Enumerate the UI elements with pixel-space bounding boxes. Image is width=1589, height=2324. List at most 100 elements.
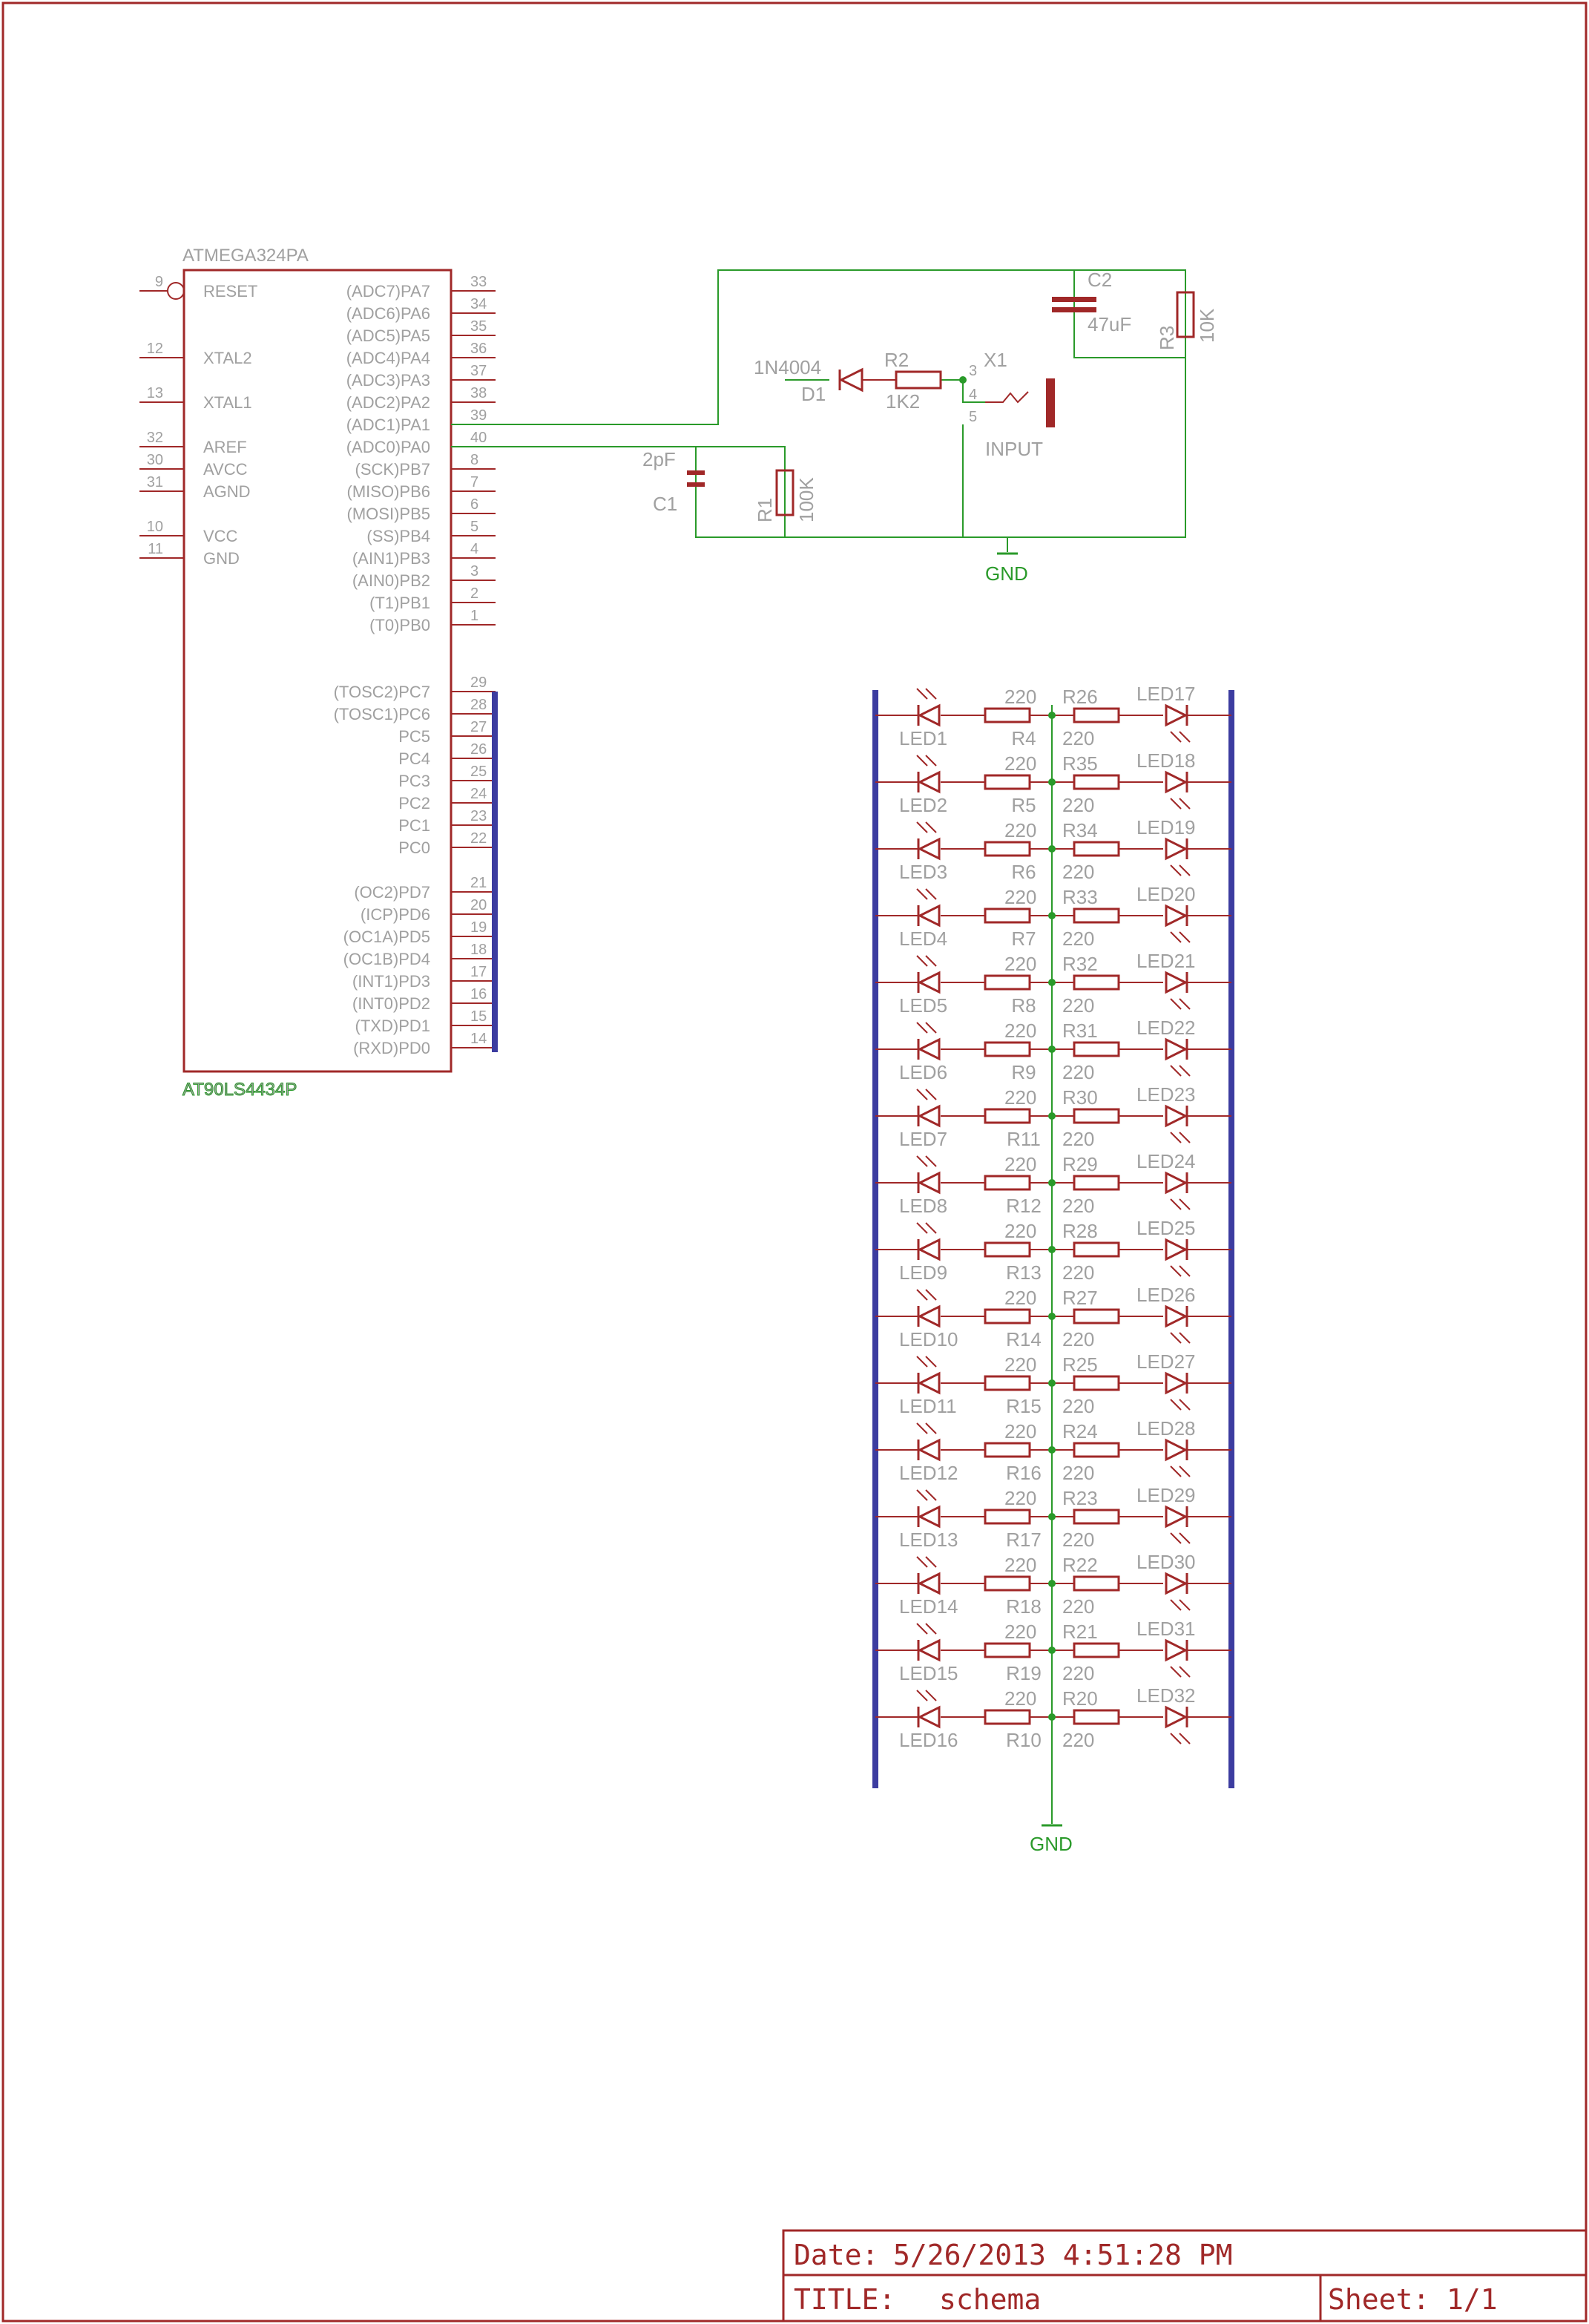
ic-pin-label: (ADC6)PA6 [346, 304, 430, 323]
resistor-right [1073, 974, 1120, 991]
led-right [1165, 1238, 1191, 1277]
led-left [916, 1222, 941, 1261]
resistor-left-value: 220 [1004, 752, 1036, 775]
resistor-right-value: 220 [1062, 928, 1094, 950]
led-right [1165, 1505, 1191, 1544]
ic-pin-number: 30 [147, 452, 163, 468]
resistor-left [984, 1575, 1031, 1592]
ic-pin-number: 10 [147, 519, 163, 535]
resistor-left-name: R10 [1006, 1729, 1042, 1751]
ic-pin-number: 21 [470, 875, 487, 891]
led-right-name: LED27 [1136, 1350, 1196, 1373]
x1-label: INPUT [985, 438, 1043, 460]
ic-right-pin: 21(OC2)PD7 [354, 875, 496, 902]
c2-name: C2 [1088, 269, 1112, 291]
gnd-label-input: GND [985, 562, 1028, 585]
led-right [1165, 703, 1191, 743]
led-right [1165, 1438, 1191, 1477]
ic-pin-number: 36 [470, 341, 487, 357]
ic-pin-number: 33 [470, 274, 487, 290]
ic-pin-label: (AIN1)PB3 [352, 549, 430, 568]
led-left-name: LED2 [899, 794, 947, 816]
led-left-name: LED16 [899, 1729, 958, 1751]
ic-pin-label: PC0 [398, 838, 430, 857]
ic-pin-label: (ADC4)PA4 [346, 349, 430, 367]
led-right [1165, 1638, 1191, 1678]
resistor-left [984, 1709, 1031, 1725]
resistor-right [1073, 1509, 1120, 1525]
led-left-name: LED4 [899, 928, 947, 950]
ic-value: AT90LS4434P [182, 1080, 297, 1100]
led-left [916, 1623, 941, 1662]
resistor-left-name: R14 [1006, 1328, 1042, 1350]
r1-name: R1 [754, 498, 776, 522]
led-right [1165, 837, 1191, 876]
r2-name: R2 [884, 349, 909, 371]
c1-name: C1 [653, 493, 677, 515]
ic-pin-label: RESET [203, 282, 257, 301]
resistor-right-name: R31 [1062, 1020, 1098, 1042]
led-left [916, 688, 941, 727]
x1-jack [985, 378, 1055, 427]
resistor-right-value: 220 [1062, 861, 1094, 883]
ic-pin-number: 39 [470, 407, 487, 424]
resistor-left-value: 220 [1004, 686, 1036, 708]
r3-value: 10K [1196, 308, 1218, 343]
ic-pin-number: 13 [147, 385, 163, 401]
ic-pin-number: 31 [147, 474, 163, 490]
resistor-right-name: R34 [1062, 819, 1098, 841]
resistor-left [984, 1642, 1031, 1658]
gnd-junction [1048, 1580, 1056, 1587]
c2-symbol [1052, 297, 1096, 312]
r2-symbol [874, 370, 942, 390]
led-right-name: LED21 [1136, 950, 1196, 972]
ic-pin-label: PC4 [398, 749, 430, 768]
led-left [916, 1022, 941, 1061]
resistor-left-value: 220 [1004, 1220, 1036, 1242]
ic-pin-number: 12 [147, 341, 163, 357]
ic-pin-label: PC3 [398, 772, 430, 790]
led-right-name: LED22 [1136, 1017, 1196, 1039]
ic-pin-label: PC5 [398, 727, 430, 746]
resistor-left-value: 220 [1004, 1353, 1036, 1376]
resistor-left-name: R18 [1006, 1595, 1042, 1618]
led-array: GND LED1220R4R26220LED17LED2220R5R35220L… [872, 683, 1234, 1855]
ic-right-pin: 29(TOSC2)PC7 [334, 674, 496, 701]
led-right [1165, 971, 1191, 1010]
resistor-left-name: R19 [1006, 1662, 1042, 1684]
gnd-junction [1048, 1046, 1056, 1053]
resistor-left-name: R12 [1006, 1195, 1042, 1217]
resistor-left-value: 220 [1004, 1621, 1036, 1643]
ic-pin-number: 1 [470, 608, 478, 624]
led-right [1165, 1104, 1191, 1143]
led-left-name: LED14 [899, 1595, 958, 1618]
sheet-value: 1/1 [1447, 2283, 1498, 2316]
ic-pin-label: (ADC2)PA2 [346, 393, 430, 412]
ic-right-pin: 5(SS)PB4 [366, 519, 496, 545]
ic-pin-number: 4 [470, 541, 478, 557]
ic-right-pin: 28(TOSC1)PC6 [334, 697, 496, 723]
c1-symbol [687, 470, 705, 487]
resistor-left [984, 841, 1031, 857]
resistor-left [984, 974, 1031, 991]
ic-pin-label: (TOSC1)PC6 [334, 705, 430, 723]
ic-pin-number: 19 [470, 919, 487, 936]
ic-right-pin: 3(AIN0)PB2 [352, 563, 496, 590]
ic-right-pin: 38(ADC2)PA2 [346, 385, 496, 412]
ic-pin-number: 34 [470, 296, 487, 312]
ic-pin-number: 3 [470, 563, 478, 580]
resistor-right [1073, 1642, 1120, 1658]
ic-pin-label: (SS)PB4 [366, 527, 430, 545]
ic-pin-number: 17 [470, 964, 487, 980]
resistor-left-value: 220 [1004, 1287, 1036, 1309]
r2-value: 1K2 [886, 390, 920, 413]
gnd-junction [1048, 1246, 1056, 1253]
ic-pin-number: 40 [470, 430, 487, 446]
